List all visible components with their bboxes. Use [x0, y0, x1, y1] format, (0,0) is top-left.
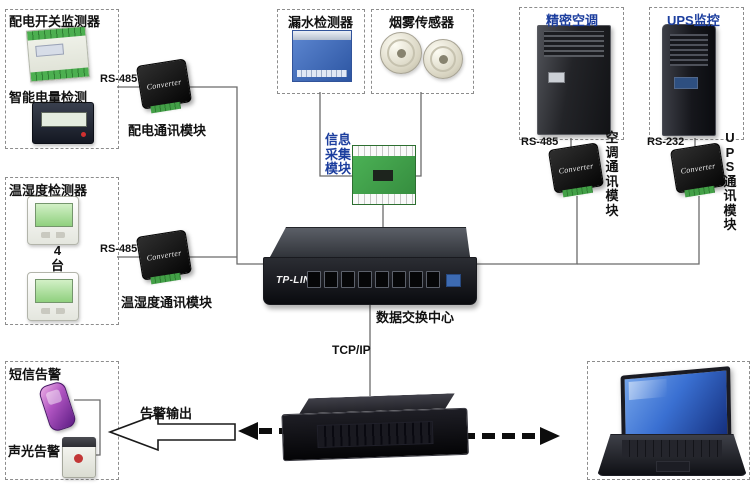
switch-port: [409, 271, 423, 288]
smart-meter-label: 智能电量检测: [9, 90, 88, 105]
power-group-box: [5, 9, 119, 149]
switch-brand-label: TP-LINK: [276, 275, 319, 286]
server-front-face: [281, 407, 469, 462]
ups-box: [649, 7, 744, 140]
temp-detector-label: 温湿度检测器: [9, 183, 88, 198]
tcpip-label: TCP/IP: [332, 343, 371, 357]
rs485-label-temp: RS-485: [100, 243, 138, 255]
power-comm-module-label: 配电通讯模块: [128, 123, 207, 138]
rs232-label-ups: RS-232: [647, 136, 685, 148]
ups-device: [662, 24, 716, 136]
ups-converter-device: Converter: [669, 142, 727, 194]
rs485-label-power: RS-485: [100, 73, 138, 85]
power-switch-detector-device: [25, 25, 91, 83]
leak-detector-label: 漏水检测器: [288, 15, 354, 30]
data-center-label: 数据交换中心: [376, 310, 455, 325]
ac-line-2: [477, 196, 578, 265]
thermostat-device-1: [27, 196, 79, 245]
power-converter-device: Converter: [135, 58, 193, 110]
switch-port: [358, 271, 372, 288]
power-detector-label: 配电开关监测器: [9, 14, 101, 29]
rs485-label-ac: RS-485: [521, 136, 559, 148]
precision-ac-device: [537, 25, 611, 135]
laptop-base: [597, 434, 747, 476]
leak-detector-device: [292, 30, 352, 82]
switch-front-face: TP-LINK: [263, 257, 477, 305]
sound-light-alarm-device: [62, 437, 96, 478]
sms-alarm-label: 短信告警: [9, 367, 62, 382]
smoke-detector-2: [423, 39, 463, 79]
converter-brand-text: Converter: [679, 160, 717, 176]
converter-brand-text: Converter: [557, 160, 595, 176]
switch-port: [426, 271, 440, 288]
thermostat-device-2: [27, 272, 79, 321]
switch-port: [392, 271, 406, 288]
ac-label: 精密空调: [546, 13, 599, 28]
smoke-sensor-box: [371, 9, 474, 94]
switch-port: [324, 271, 338, 288]
converter-brand-text: Converter: [145, 76, 183, 92]
temp-comm-module-label: 温湿度通讯模块: [121, 295, 213, 310]
right-dashed-arrowhead: [540, 427, 560, 445]
unit-count-label: 4台: [50, 243, 64, 273]
temp-converter-device: Converter: [135, 229, 193, 281]
laptop-box: [587, 361, 750, 480]
sound-alarm-label: 声光告警: [8, 444, 61, 459]
ups-label: UPS监控: [667, 13, 720, 28]
switch-port: [375, 271, 389, 288]
switch-top-face: [270, 227, 470, 257]
smoke-sensor-label: 烟雾传感器: [389, 15, 455, 30]
alarm-output-label: 告警输出: [140, 406, 193, 421]
info-module-label: 信息采集模块: [324, 132, 351, 177]
console-port: [446, 274, 461, 287]
smart-meter-device: [32, 102, 94, 144]
left-dashed-arrowhead: [238, 422, 258, 440]
ups-comm-module-label: UPS通讯模块: [723, 130, 737, 233]
info-collection-module-device: [352, 145, 416, 205]
ac-comm-module-label: 空调通讯模块: [605, 130, 619, 218]
rack-server-device: [281, 393, 469, 465]
switch-port-row: [307, 271, 440, 288]
ups-line-2: [577, 196, 700, 265]
switch-port: [307, 271, 321, 288]
ac-converter-device: Converter: [547, 142, 605, 194]
network-switch-device: TP-LINK: [263, 227, 477, 305]
converter-brand-text: Converter: [145, 247, 183, 263]
switch-port: [341, 271, 355, 288]
smoke-detector-1: [380, 32, 422, 74]
